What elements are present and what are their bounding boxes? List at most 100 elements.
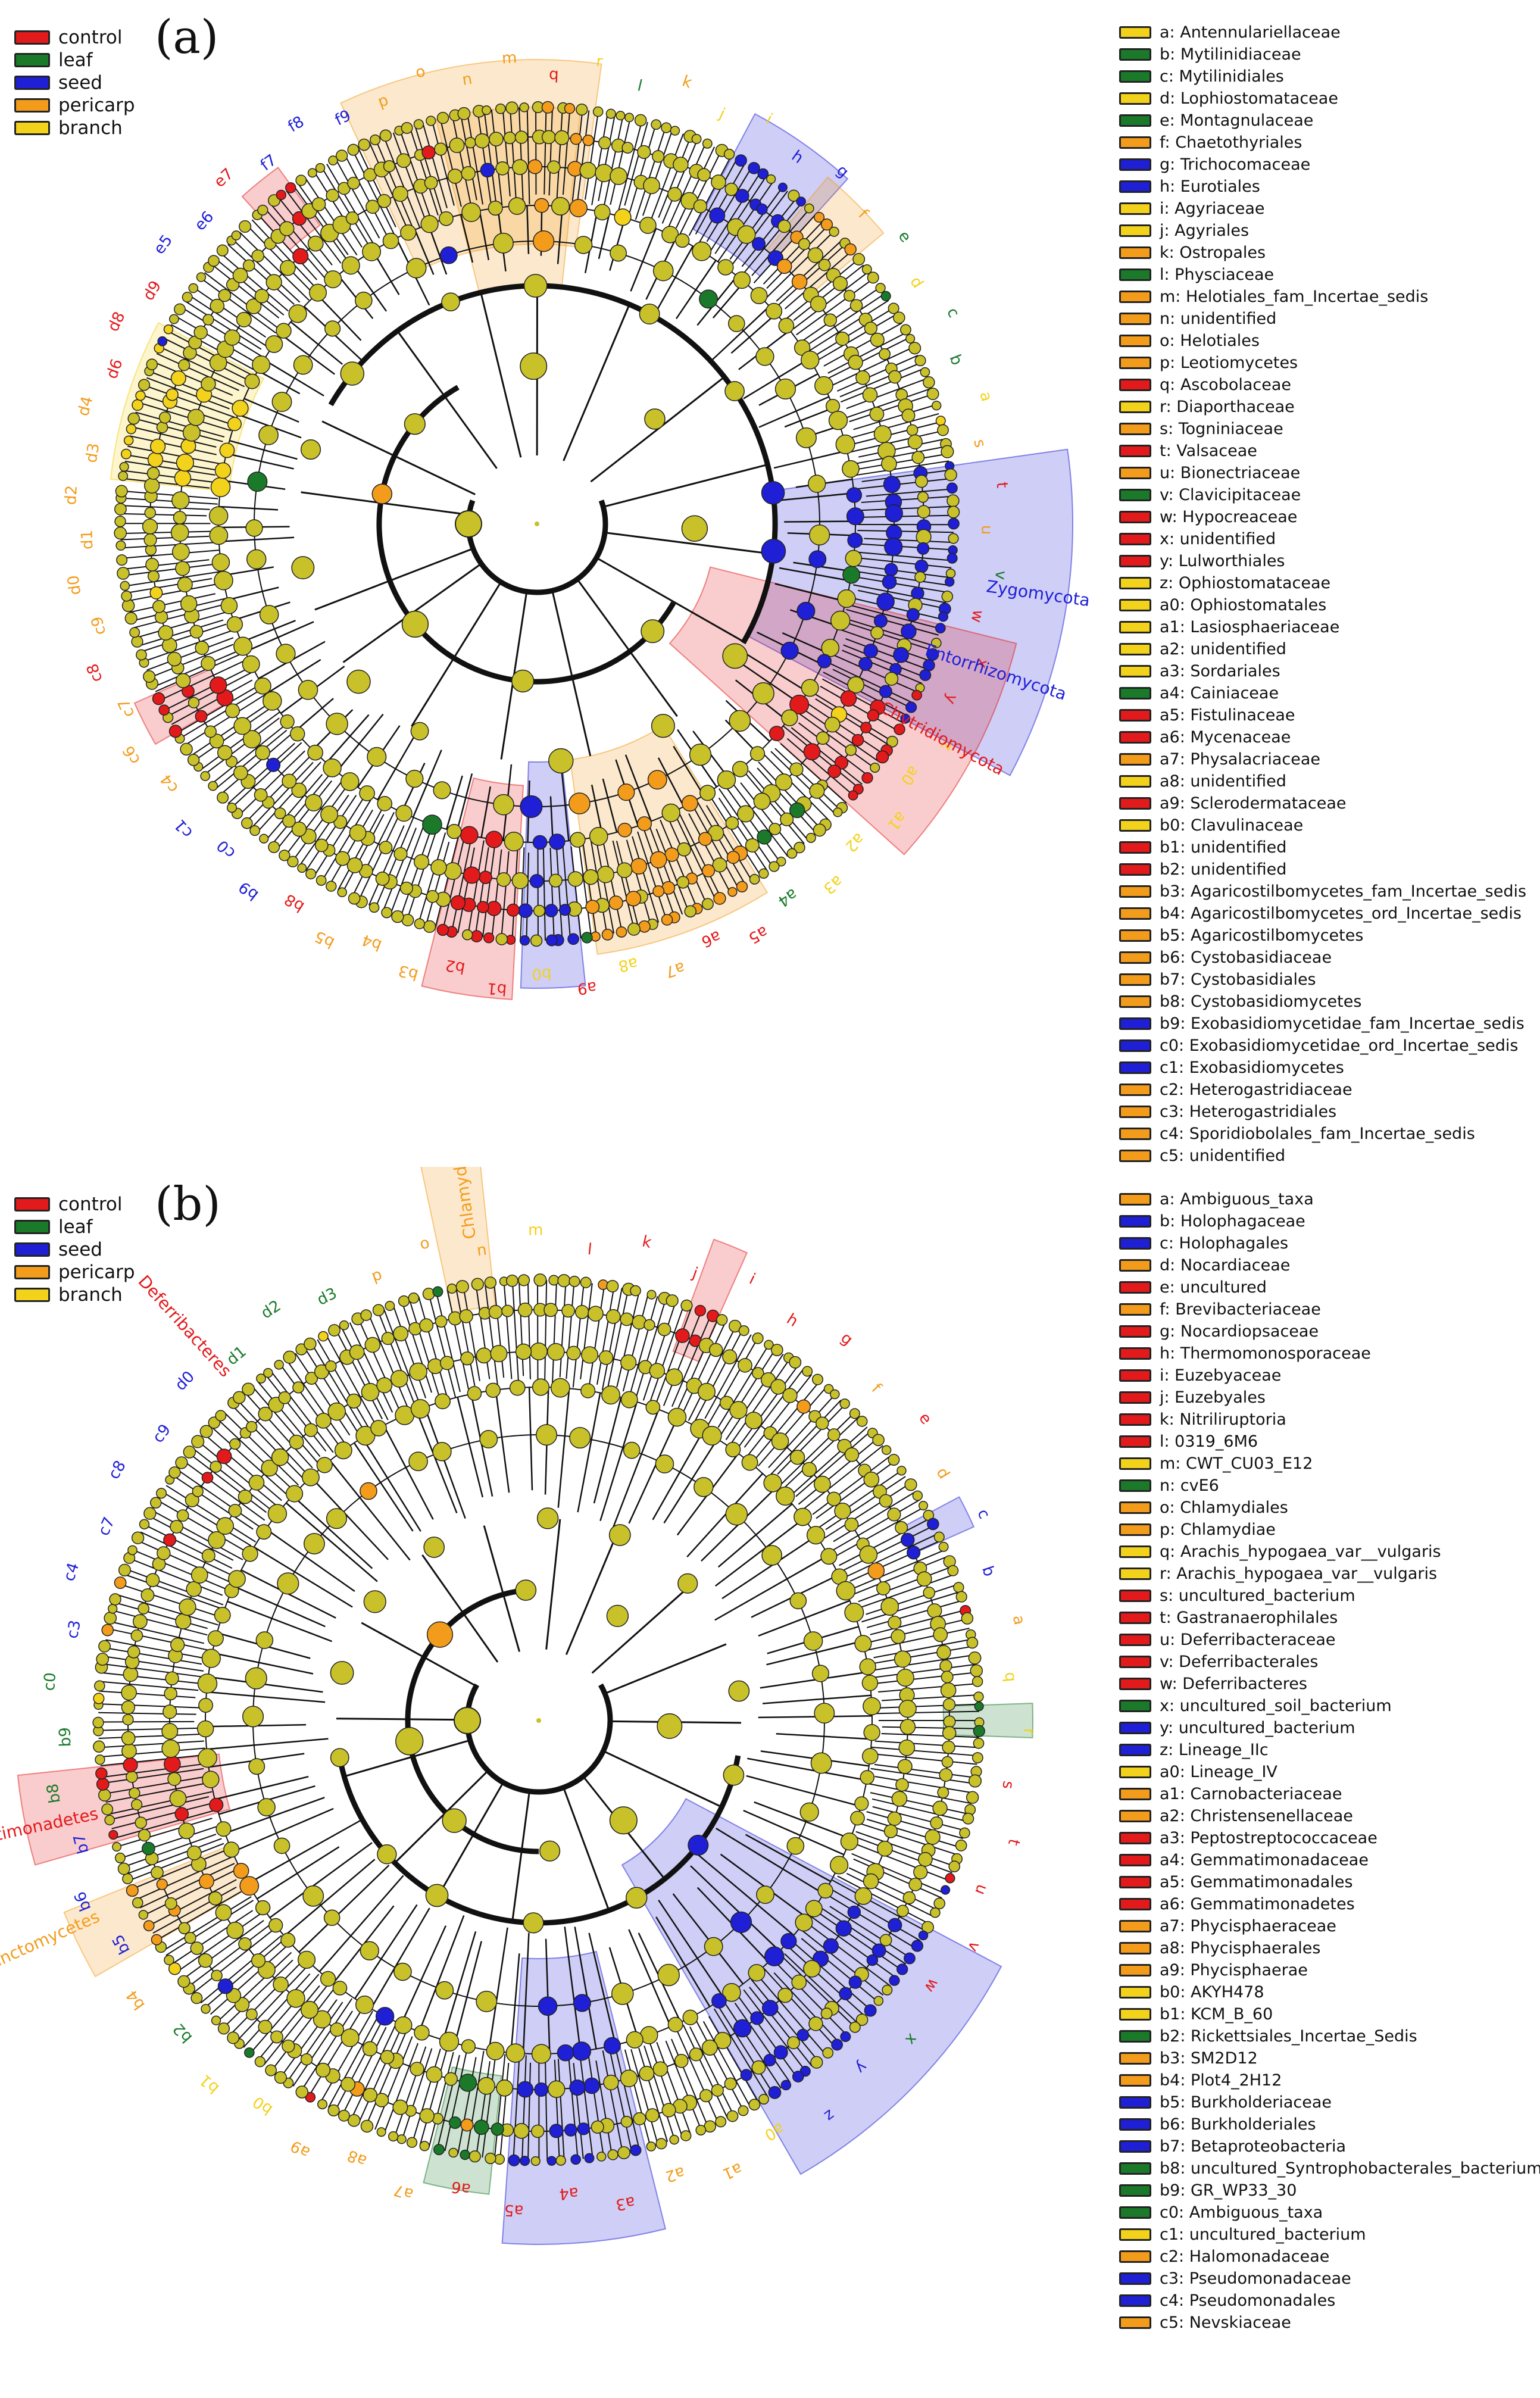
taxon-label: j: Agyriales xyxy=(1160,221,1250,240)
tree-node xyxy=(208,255,220,267)
tree-branch xyxy=(224,1797,325,1834)
tree-node xyxy=(164,1687,177,1701)
tree-node xyxy=(722,1349,738,1365)
tree-node xyxy=(833,807,843,817)
tree-branch xyxy=(730,313,777,354)
clade-label: c3 xyxy=(64,1619,85,1640)
tree-node xyxy=(652,260,674,282)
group-label: branch xyxy=(58,117,123,139)
taxon-legend-item: a8: Phycisphaerales xyxy=(1119,1937,1540,1959)
tree-branch xyxy=(382,828,417,911)
tree-branch xyxy=(192,1447,270,1510)
tree-node xyxy=(169,314,179,324)
taxon-swatch xyxy=(1119,2206,1151,2219)
tree-node xyxy=(460,1351,474,1366)
tree-branch xyxy=(99,1740,204,1748)
tree-branch xyxy=(418,832,446,924)
tree-branch xyxy=(876,1672,977,1684)
tree-node xyxy=(115,540,126,551)
tree-branch xyxy=(163,338,251,382)
tree-branch xyxy=(140,623,227,653)
taxon-legend-item: a5: Gemmatimonadales xyxy=(1119,1871,1540,1893)
tree-node xyxy=(501,1304,514,1317)
tree-node xyxy=(410,2062,424,2077)
tree-branch xyxy=(552,1280,558,1384)
tree-node xyxy=(280,714,295,729)
tree-branch xyxy=(739,1364,799,1447)
tree-node xyxy=(232,399,249,417)
tree-node xyxy=(143,477,160,494)
clade-label: b0 xyxy=(532,964,551,982)
tree-node xyxy=(912,1490,923,1501)
clade-label: o xyxy=(418,1234,431,1254)
tree-node xyxy=(630,1285,641,1297)
tree-branch xyxy=(604,532,773,555)
group-swatch xyxy=(14,1288,50,1302)
tree-branch xyxy=(293,185,351,265)
tree-node xyxy=(426,2066,443,2083)
tree-branch xyxy=(602,2050,624,2153)
taxon-swatch xyxy=(1119,1325,1151,1338)
taxon-legend-item: j: Agyriales xyxy=(1119,220,1526,242)
tree-node xyxy=(442,1808,467,1833)
tree-node xyxy=(617,823,632,838)
group-swatch xyxy=(14,98,50,113)
tree-node xyxy=(421,145,436,160)
tree-node xyxy=(835,434,855,454)
taxon-swatch xyxy=(1119,1017,1151,1030)
tree-node xyxy=(757,168,769,180)
tree-node xyxy=(252,355,271,374)
tree-node xyxy=(122,1713,134,1726)
tree-node xyxy=(903,1952,916,1965)
tree-branch xyxy=(499,2063,510,2160)
tree-node xyxy=(375,2007,395,2026)
taxon-swatch xyxy=(1119,1369,1151,1382)
tree-node xyxy=(461,2039,476,2054)
tree-node xyxy=(908,342,921,355)
tree-branch xyxy=(866,488,952,497)
tree-branch xyxy=(204,272,279,329)
tree-node xyxy=(311,197,326,211)
tree-node xyxy=(392,2099,408,2115)
tree-node xyxy=(396,2134,407,2144)
taxon-legend-item: a9: Sclerodermataceae xyxy=(1119,792,1526,814)
tree-node xyxy=(471,1278,484,1291)
taxon-swatch xyxy=(1119,2162,1151,2175)
tree-branch xyxy=(334,2018,385,2112)
tree-node xyxy=(548,748,574,774)
clade-label: b4 xyxy=(360,931,385,954)
panel-label-b: (b) xyxy=(155,1178,221,1231)
tree-node xyxy=(531,2124,545,2138)
tree-branch xyxy=(231,742,302,808)
tree-node xyxy=(295,174,307,186)
taxon-label: l: Physciaceae xyxy=(1160,266,1275,284)
tree-branch xyxy=(270,203,333,279)
tree-node xyxy=(425,1884,449,1907)
tree-node xyxy=(424,176,438,190)
tree-node xyxy=(460,2149,470,2160)
clade-label: d6 xyxy=(103,357,127,381)
tree-node xyxy=(164,1897,177,1910)
tree-node xyxy=(750,2011,764,2025)
tree-branch xyxy=(277,196,333,266)
tree-node xyxy=(485,830,503,848)
tree-node xyxy=(406,258,427,279)
tree-node xyxy=(98,1640,111,1653)
tree-node xyxy=(682,795,698,812)
tree-node xyxy=(749,746,766,761)
tree-node xyxy=(323,758,342,778)
tree-node xyxy=(142,519,158,535)
tree-branch xyxy=(285,1502,378,1582)
tree-node xyxy=(860,722,872,733)
tree-node xyxy=(644,408,666,430)
taxon-legend-item: c3: Heterogastridiales xyxy=(1119,1101,1526,1123)
group-legend-item: leaf xyxy=(14,49,135,71)
tree-node xyxy=(117,1862,130,1875)
tree-branch xyxy=(829,1906,911,1959)
tree-node xyxy=(923,1587,936,1599)
taxon-legend-item: c5: unidentified xyxy=(1119,1145,1526,1167)
tree-node xyxy=(95,1767,108,1780)
tree-node xyxy=(849,299,863,312)
tree-node xyxy=(820,218,833,231)
tree-branch xyxy=(843,644,925,678)
